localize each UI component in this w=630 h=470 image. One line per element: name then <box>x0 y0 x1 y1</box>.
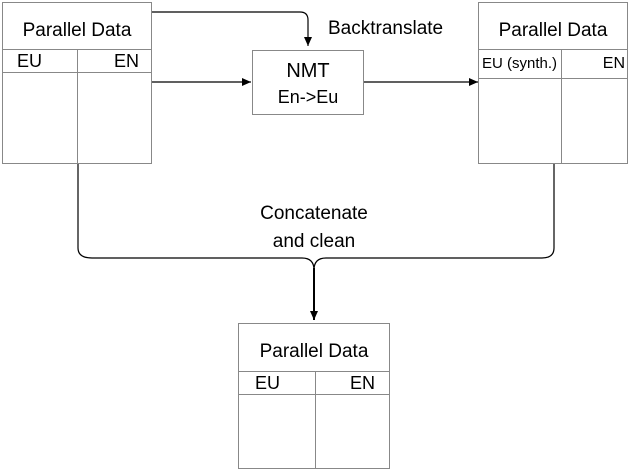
concatenate-label: Concatenate <box>260 203 368 224</box>
bottom-table-divider <box>315 371 316 468</box>
backtranslate-label: Backtranslate <box>328 18 444 39</box>
nmt-box: NMT En->Eu <box>252 50 364 115</box>
right-table-divider <box>561 49 562 163</box>
bottom-table-col-eu: EU <box>255 373 281 393</box>
right-table-header-top <box>479 49 627 50</box>
right-table-header-bottom <box>479 78 627 79</box>
left-parallel-data-table: Parallel Data EU EN <box>2 2 152 164</box>
left-table-col-en: EN <box>113 51 139 71</box>
bottom-table-col-en: EN <box>349 373 375 393</box>
right-table-title: Parallel Data <box>498 20 608 41</box>
nmt-label: NMT <box>286 60 330 82</box>
bottom-table-header-top <box>239 371 389 372</box>
bottom-parallel-data-table: Parallel Data EU EN <box>238 323 390 469</box>
right-table-col-eu-synth: EU (synth.) <box>482 55 558 72</box>
and-clean-label: and clean <box>272 231 356 252</box>
arrow-to-backtranslate <box>152 11 312 46</box>
right-parallel-data-table: Parallel Data EU (synth.) EN <box>478 2 628 164</box>
left-table-divider <box>77 49 78 163</box>
right-table-col-en: EN <box>602 55 625 72</box>
nmt-direction-label: En->Eu <box>277 87 339 107</box>
left-table-title: Parallel Data <box>22 20 132 41</box>
bottom-table-header-bottom <box>239 394 389 395</box>
left-table-col-eu: EU <box>17 51 43 71</box>
bottom-table-title: Parallel Data <box>259 341 369 362</box>
